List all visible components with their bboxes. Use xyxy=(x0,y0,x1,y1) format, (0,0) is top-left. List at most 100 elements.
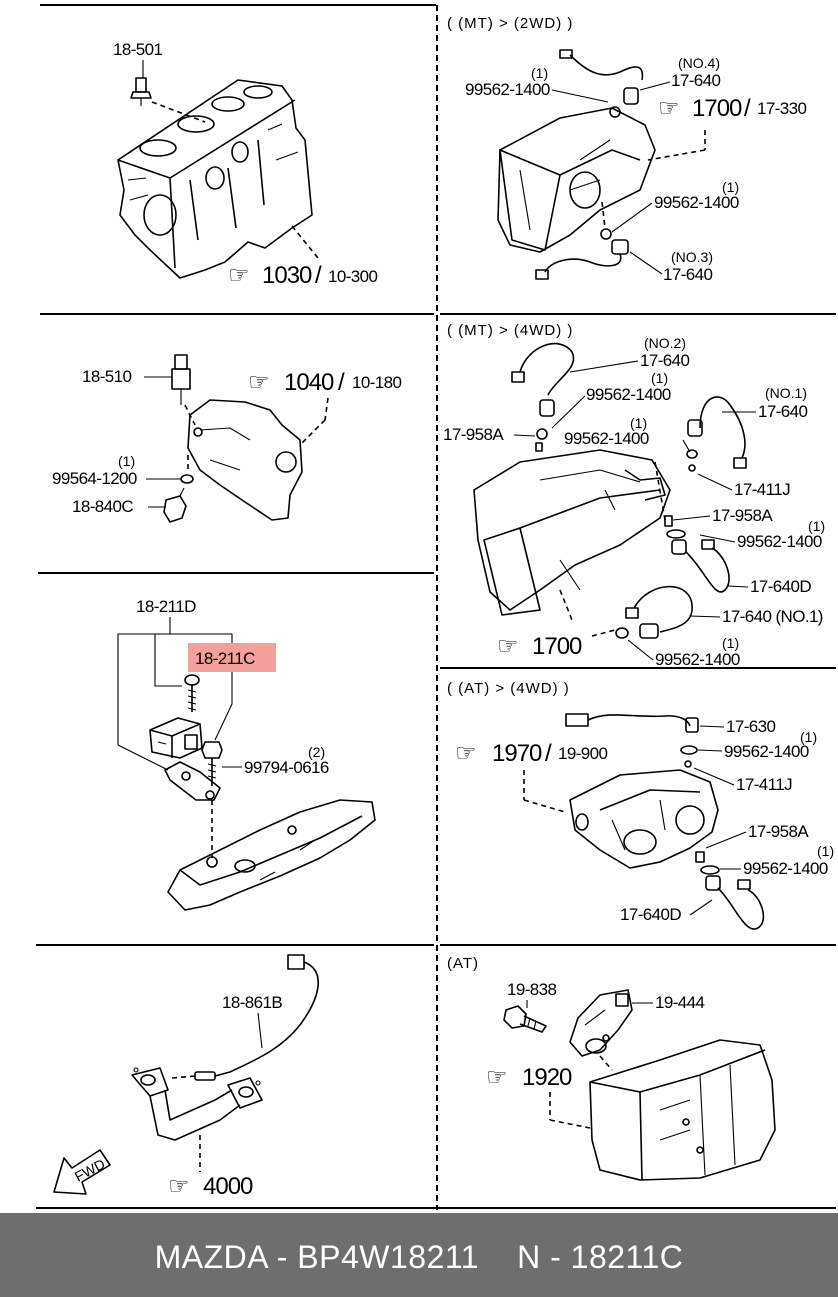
cam-sensor-panel: 18-211D 18-211C (2) xyxy=(117,597,376,911)
svg-text:(1): (1) xyxy=(800,729,817,745)
plug-label: 17-411J xyxy=(734,480,790,499)
switch-label-19-444: 19-444 xyxy=(655,993,704,1012)
footer-bar: MAZDA - BP4W18211 N - 18211C xyxy=(0,1213,838,1297)
plug-label: 17-958A xyxy=(748,822,809,841)
svg-text:1030: 1030 xyxy=(262,262,312,289)
engine-block-panel: 18-501 ☞ 1030 / 10-300 xyxy=(113,40,378,289)
manual-transmission-icon xyxy=(497,107,656,253)
svg-text:/: / xyxy=(338,369,345,396)
svg-text:(2): (2) xyxy=(308,744,325,760)
oil-sensor-icon xyxy=(163,487,187,523)
seal-label: 99562-1400 xyxy=(743,859,828,878)
sensor-label-18-861b: 18-861B xyxy=(222,993,282,1012)
section-header-at: (AT) xyxy=(447,955,479,972)
pointing-hand-icon: ☞ xyxy=(455,740,476,767)
section-header-mt-2wd: ( (MT) > (2WD) ) xyxy=(447,15,573,32)
svg-text:(1): (1) xyxy=(651,370,668,386)
svg-text:(1): (1) xyxy=(808,518,825,534)
seal-label: 99562-1400 xyxy=(586,385,671,404)
pointing-hand-icon: ☞ xyxy=(228,262,249,289)
at-4wd-panel: ( (AT) > (4WD) ) 17-630 (1) 99562-1400 1… xyxy=(447,680,834,930)
svg-text:(1): (1) xyxy=(630,415,647,431)
svg-text:1700: 1700 xyxy=(692,95,742,122)
ref-1700-a[interactable]: ☞ 1700 / 17-330 xyxy=(658,95,807,122)
sensor-label: 17-630 xyxy=(726,717,775,736)
speed-sensor-no4-icon xyxy=(559,49,644,118)
bracket-icon xyxy=(164,761,221,801)
plug-label: 17-958A xyxy=(712,506,773,525)
footer-caption: MAZDA - BP4W18211 N - 18211C xyxy=(0,1239,838,1276)
svg-text:FWD: FWD xyxy=(72,1156,108,1185)
svg-text:(NO.3): (NO.3) xyxy=(671,249,713,265)
ref-1920[interactable]: ☞ 1920 xyxy=(486,1064,573,1091)
fwd-arrow-icon: FWD xyxy=(53,1149,111,1195)
sensor-label-18-501: 18-501 xyxy=(113,40,162,59)
svg-text:17-330: 17-330 xyxy=(757,99,806,118)
ref-1030[interactable]: ☞ 1030 / 10-300 xyxy=(228,262,378,289)
mt-4wd-panel: ( (MT) > (4WD) ) (NO.2) 17-640 (1) 99562… xyxy=(443,322,825,669)
highlight-box xyxy=(188,643,276,672)
sensor-label: 17-640 xyxy=(758,402,807,421)
sensor-label: 17-640 xyxy=(671,71,720,90)
speed-sensor-d-at-icon xyxy=(705,875,765,930)
seal-label: 99562-1400 xyxy=(564,429,649,448)
plug-label: 17-411J xyxy=(736,775,792,794)
cylinder-head-cover-icon xyxy=(167,799,376,911)
svg-text:(1): (1) xyxy=(118,453,135,469)
footer-brand-part-number: MAZDA - BP4W18211 xyxy=(154,1239,480,1275)
speed-sensor-no1-lower-icon xyxy=(625,585,693,639)
temp-sensor-icon xyxy=(171,354,191,405)
mt-2wd-panel: ( (MT) > (2WD) ) (1) 99562-1400 (NO.4) 1… xyxy=(447,15,807,284)
sensor-label-18-211d: 18-211D xyxy=(136,597,196,616)
seal-label: 99562-1400 xyxy=(737,532,822,551)
svg-text:/: / xyxy=(744,95,751,122)
seal-label: 99562-1400 xyxy=(724,742,809,761)
svg-text:10-180: 10-180 xyxy=(352,373,401,392)
svg-text:1920: 1920 xyxy=(522,1064,572,1091)
ref-1700-b[interactable]: ☞ 1700 xyxy=(497,633,583,660)
sensor-label: 17-640D xyxy=(750,577,811,596)
exhaust-pipe-icon xyxy=(131,1067,263,1141)
at-transfer-case-icon xyxy=(569,769,719,869)
pointing-hand-icon: ☞ xyxy=(658,95,679,122)
svg-text:(1): (1) xyxy=(531,65,548,81)
washer-label: 99564-1200 xyxy=(52,469,137,488)
svg-text:/: / xyxy=(315,262,322,289)
svg-text:4000: 4000 xyxy=(203,1173,253,1200)
sensor-label-18-840c: 18-840C xyxy=(72,497,133,516)
svg-text:(NO.2): (NO.2) xyxy=(644,335,686,351)
inhibitor-switch-icon xyxy=(569,989,633,1057)
sensor-label: 17-640 xyxy=(663,265,712,284)
svg-text:1700: 1700 xyxy=(532,633,582,660)
o2-sensor-connector-icon xyxy=(214,954,319,1077)
svg-text:1970: 1970 xyxy=(492,740,542,767)
speed-sensor-d-icon xyxy=(671,539,730,593)
sensor-label: 17-640D xyxy=(620,905,681,924)
seal-label: 99562-1400 xyxy=(654,193,739,212)
timing-cover-panel: 18-510 ☞ 1040 / 10-180 (1) 99564-1200 18… xyxy=(52,354,402,523)
parts-diagram: 18-501 ☞ 1030 / 10-300 xyxy=(36,4,836,1210)
sensor-label-18-510: 18-510 xyxy=(82,367,131,386)
svg-text:10-300: 10-300 xyxy=(328,267,377,286)
sensor-17-630-icon xyxy=(565,713,699,733)
ref-1970[interactable]: ☞ 1970 / 19-900 xyxy=(455,740,608,767)
sensor-label-18-211c: 18-211C xyxy=(195,649,255,668)
oil-pressure-sender-icon xyxy=(130,77,152,106)
svg-text:(1): (1) xyxy=(722,635,739,651)
svg-text:19-900: 19-900 xyxy=(558,744,607,763)
sensor-label: 17-640 xyxy=(640,351,689,370)
svg-text:/: / xyxy=(545,740,552,767)
section-header-at-4wd: ( (AT) > (4WD) ) xyxy=(447,680,570,697)
speed-sensor-no2-icon xyxy=(511,342,575,440)
pointing-hand-icon: ☞ xyxy=(248,369,269,396)
footer-diagram-code: N - 18211C xyxy=(517,1239,684,1275)
bolt-label: 99794-0616 xyxy=(244,758,329,777)
ref-4000[interactable]: ☞ 4000 xyxy=(168,1173,254,1200)
at-panel: (AT) 19-838 19-444 ☞ 1920 xyxy=(447,955,776,1181)
bolt-label-19-838: 19-838 xyxy=(507,980,556,999)
ref-1040[interactable]: ☞ 1040 / 10-180 xyxy=(248,369,402,396)
pointing-hand-icon: ☞ xyxy=(486,1064,507,1091)
exhaust-panel: 18-861B FWD ☞ 4000 xyxy=(53,954,319,1200)
transfer-case-icon xyxy=(473,449,671,616)
section-header-mt-4wd: ( (MT) > (4WD) ) xyxy=(447,322,573,339)
